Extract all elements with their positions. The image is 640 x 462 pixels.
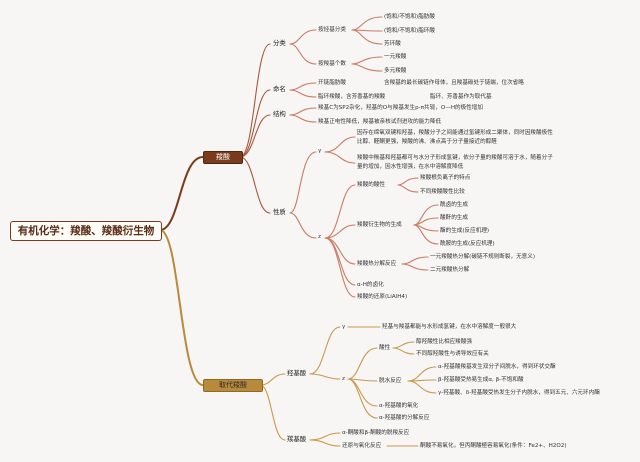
decarbox-item-2: 二元羧酸热分解	[430, 267, 470, 273]
physical-label: γ	[318, 148, 322, 154]
substituted-acid-node[interactable]: 取代羧酸	[203, 379, 263, 392]
naming-note-2: 脂环、芳香基作为取代基	[430, 94, 492, 100]
root-topic[interactable]: 有机化学：羧酸、羧酸衍生物	[10, 221, 162, 241]
by-hydrocarbon-label: 按烃基分类	[318, 27, 346, 33]
carbonyl-note: 酮酸不易氧化，但丙酮酸極容易氧化(条件：Fe2+、H2O2)	[420, 443, 567, 449]
naming-note-1: 含羧基的最长碳链作母体，且羧基碳处于链端，位次省略	[384, 80, 524, 86]
hydroxy-acidity-item-1: 醇羟酸性比相应羧酸强	[416, 339, 472, 345]
carbonyl-item-2: 还原与氧化反应	[342, 443, 382, 449]
physical-line-3: 羧酸中羰基和羟基都可与水分子形成氢键，依分子量的羧酸可溶于水，随着分子	[357, 155, 553, 161]
naming-label: 命名	[273, 85, 286, 93]
deriv-item-2: 酸酐的生成	[440, 215, 468, 221]
hydroxy-decomposition: α-羟基酸的分解反应	[379, 415, 430, 421]
physical-line-1: 因存在缔氧双键和羟基，羧酸分子之间能通过氢键形成二聚体，同时因羧酸极性	[357, 130, 553, 136]
hydroxy-acidity-label: 酸性	[379, 345, 391, 351]
naming-item-2: 脂环羧酸，含芳香基的羧酸	[318, 94, 386, 100]
chemical-label: z	[318, 234, 321, 240]
classification-label: 分类	[273, 39, 286, 47]
acidity-item-1: 羧酸根负离子的特点	[420, 175, 471, 181]
hydro-item-1: (饱和/不饱和)脂肪酸	[384, 14, 435, 20]
dehydration-label: 脱水反应	[379, 378, 402, 384]
physical-line-4: 量的增加，因水性增强，在水中溶解度降低	[357, 164, 464, 170]
naming-item-1: 开链脂肪酸	[318, 80, 346, 86]
by-count-label: 按羧基个数	[318, 61, 346, 67]
dehydration-item-3: γ-羟基酸、δ-羟基酸受热发生分子内脱水，得到五元、六元环内酯	[438, 390, 600, 396]
dehydration-item-2: β-羟基酸受热易生成α, β-不饱和酸	[438, 377, 524, 383]
alpha-halogenation: α-H的卤化	[357, 282, 384, 288]
deriv-item-1: 酰卤的生成	[440, 202, 468, 208]
acid-reduction: 羧酸的还原(LiAlH4)	[357, 294, 408, 300]
hydroxy-gamma-note: 羟基与羧基都能与水形成氢键，在水中溶解度一般很大	[382, 324, 517, 330]
hydro-item-2: (饱和/不饱和)脂环酸	[384, 28, 435, 34]
properties-label: 性质	[273, 208, 286, 216]
hydro-item-3: 芳环酸	[384, 41, 401, 47]
hydroxy-oxidation: α-羟基酸的氧化	[379, 403, 419, 409]
hydroxy-gamma-label: γ	[342, 324, 346, 330]
deriv-item-3: 酯的生成(反应机理)	[440, 228, 490, 234]
acidity-label: 羧酸的酸性	[357, 182, 385, 188]
deriv-item-4: 酰胺的生成(反应机理)	[440, 241, 495, 247]
count-item-1: 一元羧酸	[384, 54, 407, 60]
derivative-formation-label: 羧酸衍生物的生成	[357, 222, 402, 228]
hydroxy-z-label: z	[342, 376, 345, 382]
structure-item-1: 羧基C为SP2杂化，羟基的O与羧基发生p-π共轭，O—H的极性增加	[318, 105, 483, 111]
acidity-item-2: 不同羧酸酸性比较	[420, 189, 465, 195]
acid-node[interactable]: 羧酸	[203, 151, 243, 164]
dehydration-item-1: α-羟基酸羧基发生双分子间脱水，得到环状交酯	[438, 364, 556, 370]
decarbox-label: 羧酸热分解反应	[357, 261, 397, 267]
physical-line-2: 比醇、醛酮更强，羧酸的沸、沸点高于分子量接近的醇醛	[357, 139, 497, 145]
hydroxy-acid-label: 羟基酸	[287, 369, 307, 377]
hydroxy-acidity-item-2: 不同醇羟酸性与诱导效应有关	[416, 351, 489, 357]
count-item-2: 多元羧酸	[384, 68, 407, 74]
structure-label: 结构	[273, 110, 286, 118]
carbonyl-acid-label: 羰基酸	[287, 435, 307, 443]
structure-item-2: 羧基正电性降低，羧基被亲核试剂进攻的能力降低	[318, 119, 442, 125]
decarbox-item-1: 一元羧酸热分解(碳链不规则断裂，无意义)	[430, 254, 536, 260]
carbonyl-item-1: α-酮酸和β-酮酸的脱羧反应	[342, 430, 410, 436]
